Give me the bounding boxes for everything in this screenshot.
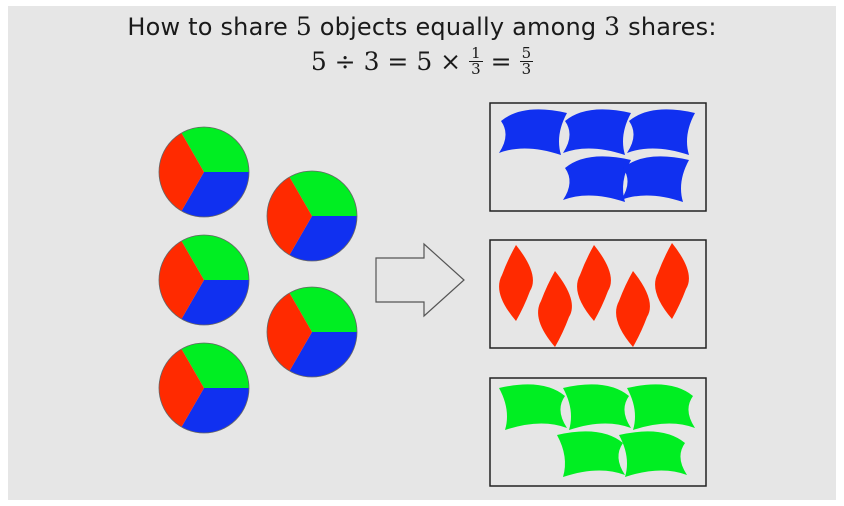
- red-piece-2: [538, 271, 572, 347]
- fraction-2-numerator: 5: [519, 44, 534, 62]
- red-pieces: [499, 243, 689, 347]
- blue-piece-5: [621, 156, 689, 202]
- green-piece-4: [557, 431, 625, 477]
- title-shares-number: 3: [604, 12, 621, 41]
- fraction-five-thirds: 5 3: [519, 44, 534, 78]
- blue-pieces: [499, 109, 695, 202]
- red-piece-1: [499, 245, 533, 321]
- blue-piece-4: [563, 156, 631, 202]
- title-middle: objects equally among: [311, 13, 605, 41]
- slide-background: [8, 6, 836, 500]
- title-prefix: How to share: [127, 13, 296, 41]
- green-piece-5: [619, 431, 687, 477]
- red-piece-4: [616, 271, 650, 347]
- page-title: How to share 5 objects equally among 3 s…: [0, 12, 844, 41]
- green-share-box: [489, 377, 707, 487]
- pie-object-2: [266, 170, 358, 262]
- green-piece-2: [563, 384, 631, 430]
- equation-lhs: 5 ÷ 3 = 5 ×: [310, 47, 462, 76]
- fraction-1-denominator: 3: [471, 60, 481, 78]
- pie-object-4: [266, 286, 358, 378]
- fraction-2-denominator: 3: [521, 60, 532, 78]
- blue-piece-1: [499, 109, 567, 155]
- green-piece-1: [499, 384, 567, 430]
- red-share-box: [489, 239, 707, 349]
- equation: 5 ÷ 3 = 5 × 1 3 = 5 3: [0, 46, 844, 77]
- blue-share-box: [489, 102, 707, 212]
- pie-object-5: [158, 342, 250, 434]
- pie-object-3: [158, 234, 250, 326]
- green-piece-3: [627, 384, 695, 430]
- fraction-one-third: 1 3: [469, 46, 483, 77]
- blue-piece-3: [627, 109, 695, 155]
- title-suffix: shares:: [620, 13, 717, 41]
- equation-equals: =: [490, 47, 512, 76]
- fraction-1-numerator: 1: [469, 44, 483, 62]
- green-pieces: [499, 384, 695, 477]
- outline-right-arrow-icon: [375, 242, 465, 318]
- pie-object-1: [158, 126, 250, 218]
- red-piece-3: [577, 245, 611, 321]
- red-piece-5: [655, 243, 689, 319]
- title-objects-number: 5: [295, 12, 312, 41]
- blue-piece-2: [563, 109, 631, 155]
